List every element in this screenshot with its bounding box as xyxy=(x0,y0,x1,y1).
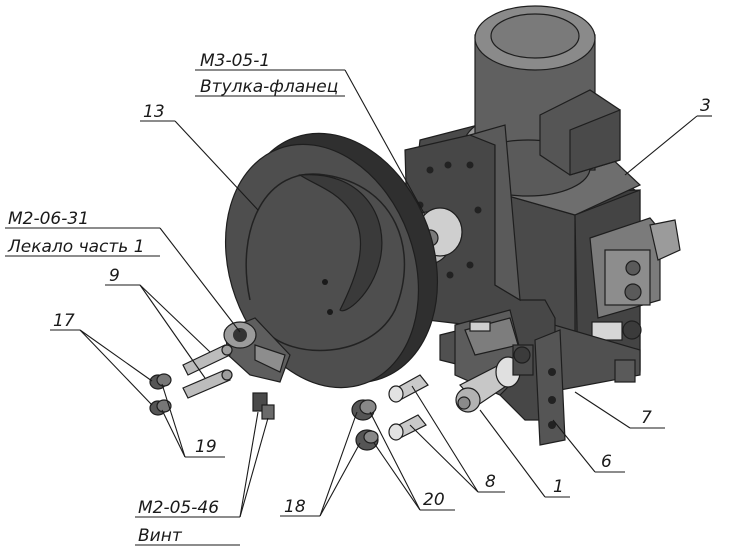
leader-lines xyxy=(5,69,712,546)
label-18: 18 xyxy=(284,497,306,517)
label-m2-06-31-code: М2-06-31 xyxy=(8,209,89,229)
label-17: 17 xyxy=(53,311,75,331)
control-box xyxy=(589,217,681,341)
label-20: 20 xyxy=(423,490,445,510)
label-8: 8 xyxy=(485,472,496,492)
label-1: 1 xyxy=(553,477,564,497)
callout-labels: М3-05-1 Втулка-фланец 13 3 М2-06-31 Лека… xyxy=(7,51,711,546)
label-13: 13 xyxy=(143,102,165,122)
cam-disc xyxy=(224,132,439,389)
cam-template-part xyxy=(223,317,291,383)
nuts-17-washers-19 xyxy=(149,373,172,416)
pins-9 xyxy=(182,344,233,399)
label-m2-05-46-name: Винт xyxy=(138,526,183,546)
label-6: 6 xyxy=(601,452,612,472)
screws-m2-05-46 xyxy=(252,392,275,420)
label-m3-05-1-code: М3-05-1 xyxy=(200,51,270,71)
clamp-plate-6 xyxy=(534,329,566,446)
bolts-8 xyxy=(388,374,429,441)
label-m2-06-31-name: Лекало часть 1 xyxy=(7,237,145,257)
terminal-box xyxy=(539,89,621,176)
label-19: 19 xyxy=(195,437,217,457)
label-m2-05-46-code: М2-05-46 xyxy=(138,498,219,518)
label-m3-05-1-name: Втулка-фланец xyxy=(200,77,338,97)
nuts-18-washers-20 xyxy=(351,399,379,451)
label-7: 7 xyxy=(641,408,652,428)
label-3: 3 xyxy=(700,96,711,116)
roller-shaft xyxy=(455,344,534,413)
label-9: 9 xyxy=(109,266,120,286)
